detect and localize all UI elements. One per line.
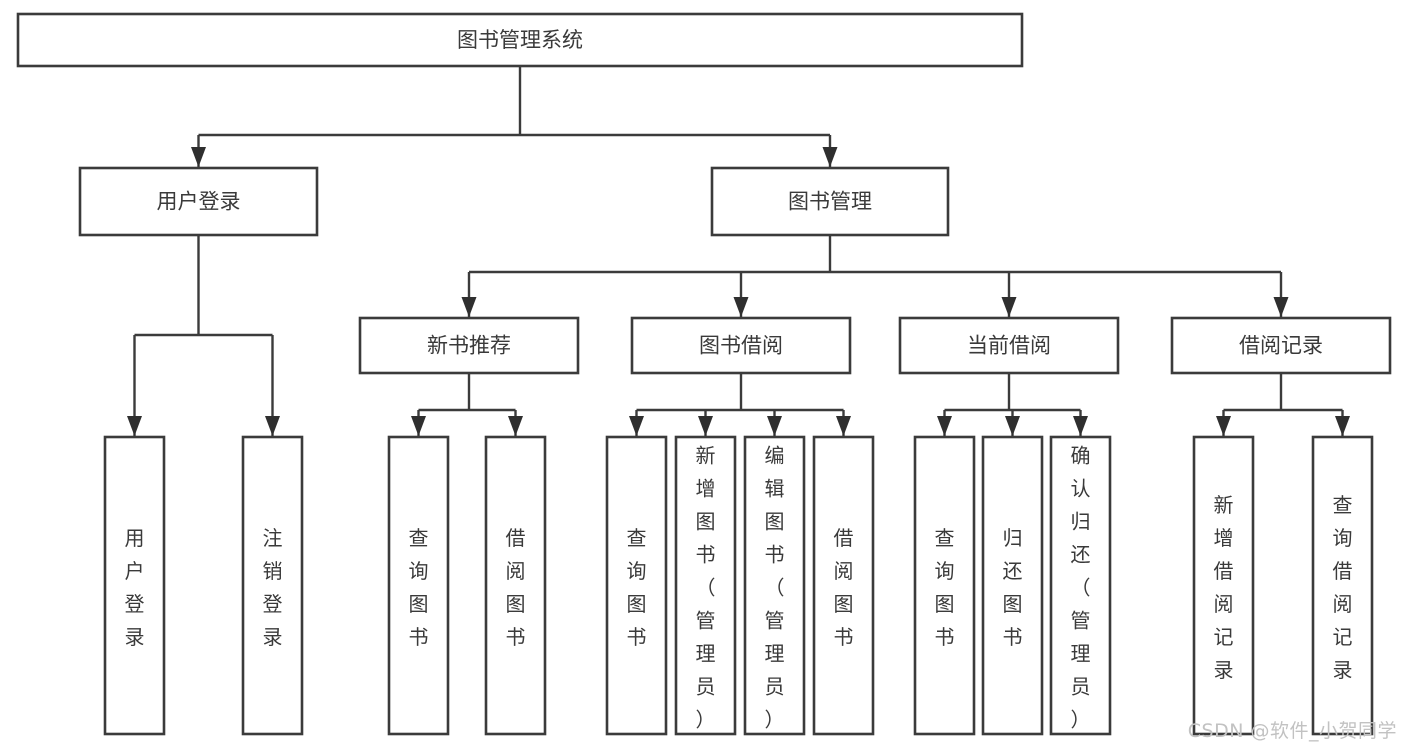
arrowhead-icon-leaves-新书推荐-1 xyxy=(508,416,523,436)
arrowhead-icon-leaves-新书推荐-0 xyxy=(411,416,426,436)
node-leaf-新增图书管理员-5[interactable]: 新增图书（管理员） xyxy=(674,435,737,736)
arrowhead-icon-leaves-当前借阅-2 xyxy=(1073,416,1088,436)
node-level2-新书推荐-0-label: 新书推荐 xyxy=(427,334,511,358)
node-leaf-查询图书-2-label: 查询图书 xyxy=(409,526,429,649)
node-leaf-查询图书-8-rect xyxy=(913,435,976,736)
arrowhead-icon-leaves-当前借阅-0 xyxy=(937,416,952,436)
node-level2-图书借阅-1-label: 图书借阅 xyxy=(699,334,783,358)
arrowhead-icon-book-management-1 xyxy=(733,297,749,317)
node-leaf-查询图书-8[interactable]: 查询图书 xyxy=(913,435,976,736)
node-leaf-查询图书-2[interactable]: 查询图书 xyxy=(387,435,450,736)
node-leaf-编辑图书管理员-6[interactable]: 编辑图书（管理员） xyxy=(743,435,806,736)
node-leaf-借阅图书-7-label: 借阅图书 xyxy=(834,526,854,649)
node-leaf-查询图书-4-label: 查询图书 xyxy=(627,526,647,649)
node-leaf-查询借阅记录-12-rect xyxy=(1311,435,1374,736)
node-leaf-新增借阅记录-11[interactable]: 新增借阅记录 xyxy=(1192,435,1255,736)
arrowhead-icon-leaves-用户登录-1 xyxy=(265,416,280,436)
node-leaf-借阅图书-3[interactable]: 借阅图书 xyxy=(484,435,547,736)
node-leaf-归还图书-9[interactable]: 归还图书 xyxy=(981,435,1044,736)
node-layer: 图书管理系统用户登录图书管理新书推荐图书借阅当前借阅借阅记录用户登录注销登录查询… xyxy=(16,12,1392,736)
arrowhead-icon-book-management-3 xyxy=(1273,297,1289,317)
node-level2-当前借阅-2[interactable]: 当前借阅 xyxy=(898,316,1120,375)
arrowhead-icon-leaves-用户登录-0 xyxy=(127,416,142,436)
node-leaf-查询图书-4[interactable]: 查询图书 xyxy=(605,435,668,736)
node-leaf-借阅图书-3-rect xyxy=(484,435,547,736)
node-root-图书管理系统-label: 图书管理系统 xyxy=(457,28,583,52)
node-root-图书管理系统[interactable]: 图书管理系统 xyxy=(16,12,1024,68)
node-leaf-新增借阅记录-11-rect xyxy=(1192,435,1255,736)
arrowhead-icon-root-0 xyxy=(191,147,206,167)
node-leaf-注销登录-1-label: 注销登录 xyxy=(263,526,283,649)
node-leaf-查询图书-2-rect xyxy=(387,435,450,736)
arrowhead-icon-leaves-当前借阅-1 xyxy=(1005,416,1020,436)
node-level1-用户登录-0[interactable]: 用户登录 xyxy=(78,166,319,237)
node-level2-当前借阅-2-label: 当前借阅 xyxy=(967,334,1051,358)
node-level2-借阅记录-3-label: 借阅记录 xyxy=(1239,334,1323,358)
node-leaf-新增借阅记录-11-label: 新增借阅记录 xyxy=(1214,493,1234,682)
arrowhead-icon-leaves-借阅记录-0 xyxy=(1216,416,1231,436)
node-leaf-归还图书-9-rect xyxy=(981,435,1044,736)
node-level1-用户登录-0-rect xyxy=(78,166,319,237)
node-level1-图书管理-1-rect xyxy=(710,166,950,237)
arrowhead-icon-leaves-图书借阅-1 xyxy=(698,416,713,436)
node-level2-当前借阅-2-rect xyxy=(898,316,1120,375)
node-level1-用户登录-0-label: 用户登录 xyxy=(157,190,241,214)
arrowhead-icon-root-1 xyxy=(822,147,838,167)
node-leaf-归还图书-9-label: 归还图书 xyxy=(1003,526,1023,649)
node-leaf-确认归还管理员-10-label: 确认归还（管理员） xyxy=(1071,444,1091,732)
node-level2-图书借阅-1-rect xyxy=(630,316,852,375)
node-leaf-用户登录-0-rect xyxy=(103,435,166,736)
node-leaf-编辑图书管理员-6-label: 编辑图书（管理员） xyxy=(765,444,785,732)
node-leaf-借阅图书-3-label: 借阅图书 xyxy=(506,526,526,649)
node-level2-新书推荐-0[interactable]: 新书推荐 xyxy=(358,316,580,375)
node-level2-借阅记录-3-rect xyxy=(1170,316,1392,375)
node-leaf-借阅图书-7[interactable]: 借阅图书 xyxy=(812,435,875,736)
arrowhead-icon-leaves-图书借阅-3 xyxy=(836,416,851,436)
node-level2-借阅记录-3[interactable]: 借阅记录 xyxy=(1170,316,1392,375)
node-level1-图书管理-1[interactable]: 图书管理 xyxy=(710,166,950,237)
node-leaf-查询图书-4-rect xyxy=(605,435,668,736)
arrowhead-icon-leaves-图书借阅-0 xyxy=(629,416,644,436)
node-leaf-借阅图书-7-rect xyxy=(812,435,875,736)
arrowhead-icon-book-management-0 xyxy=(461,297,477,317)
node-leaf-注销登录-1[interactable]: 注销登录 xyxy=(241,435,304,736)
node-root-图书管理系统-rect xyxy=(16,12,1024,68)
node-level2-图书借阅-1[interactable]: 图书借阅 xyxy=(630,316,852,375)
arrowhead-icon-leaves-借阅记录-1 xyxy=(1335,416,1350,436)
node-leaf-用户登录-0-label: 用户登录 xyxy=(125,526,145,649)
arrowhead-icon-leaves-图书借阅-2 xyxy=(767,416,782,436)
node-leaf-新增图书管理员-5-rect xyxy=(674,435,737,736)
node-leaf-确认归还管理员-10-rect xyxy=(1049,435,1112,736)
node-leaf-新增图书管理员-5-label: 新增图书（管理员） xyxy=(696,444,716,732)
node-leaf-用户登录-0[interactable]: 用户登录 xyxy=(103,435,166,736)
arrowhead-icon-book-management-2 xyxy=(1001,297,1017,317)
node-leaf-注销登录-1-rect xyxy=(241,435,304,736)
node-leaf-查询借阅记录-12-label: 查询借阅记录 xyxy=(1333,493,1353,682)
node-leaf-查询借阅记录-12[interactable]: 查询借阅记录 xyxy=(1311,435,1374,736)
node-leaf-查询图书-8-label: 查询图书 xyxy=(935,526,955,649)
node-leaf-确认归还管理员-10[interactable]: 确认归还（管理员） xyxy=(1049,435,1112,736)
node-level2-新书推荐-0-rect xyxy=(358,316,580,375)
connector-layer xyxy=(127,66,1350,436)
node-level1-图书管理-1-label: 图书管理 xyxy=(788,190,872,214)
node-leaf-编辑图书管理员-6-rect xyxy=(743,435,806,736)
